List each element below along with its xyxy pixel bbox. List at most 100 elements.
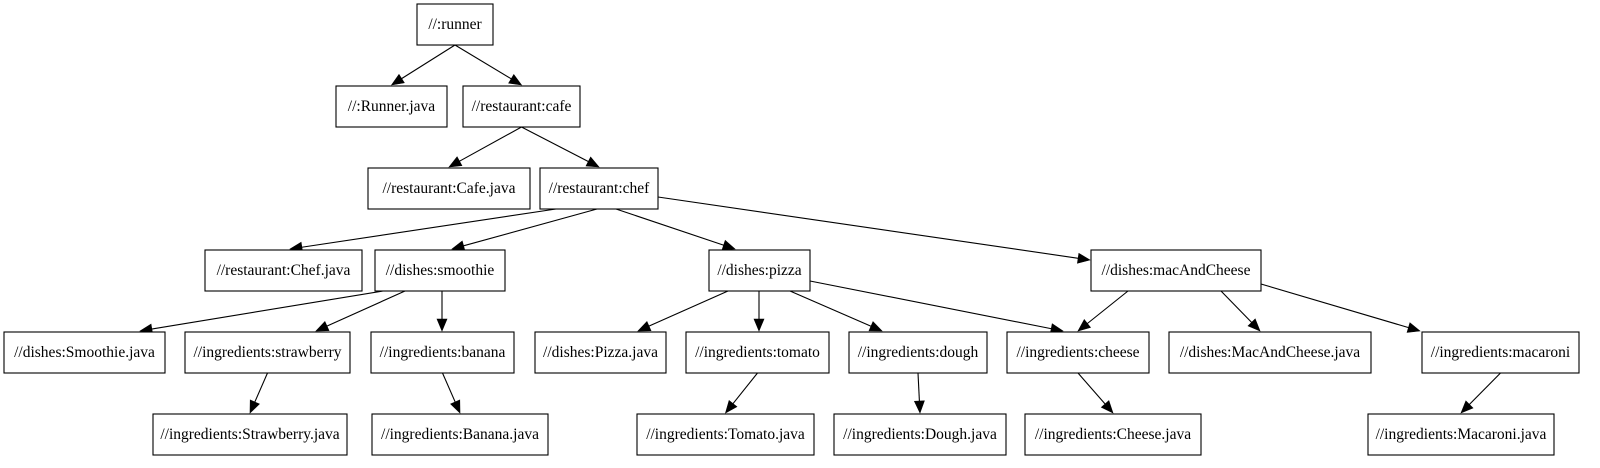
graph-node-ing_dough[interactable]: //ingredients:dough xyxy=(848,331,988,374)
node-label: //restaurant:Cafe.java xyxy=(383,180,516,197)
arrowhead-icon xyxy=(753,318,765,332)
node-box[interactable] xyxy=(184,331,351,374)
graph-node-ing_strawberry[interactable]: //ingredients:strawberry xyxy=(184,331,351,374)
node-label: //ingredients:dough xyxy=(858,344,979,361)
graph-node-tomato_java[interactable]: //ingredients:Tomato.java xyxy=(636,413,815,456)
graph-node-restaurant_cafe[interactable]: //restaurant:cafe xyxy=(462,85,581,128)
graph-edge xyxy=(249,372,269,414)
edge-line xyxy=(462,208,598,247)
node-box[interactable] xyxy=(1090,249,1262,292)
graph-node-ing_macaroni[interactable]: //ingredients:macaroni xyxy=(1421,331,1580,374)
graph-edge xyxy=(913,372,925,414)
arrowhead-icon xyxy=(451,240,466,251)
node-box[interactable] xyxy=(636,413,815,456)
graph-edge xyxy=(1077,290,1129,332)
graph-edge xyxy=(753,291,765,332)
node-box[interactable] xyxy=(1024,413,1202,456)
node-label: //ingredients:strawberry xyxy=(193,344,341,361)
node-box[interactable] xyxy=(1006,331,1150,374)
node-box[interactable] xyxy=(833,413,1007,456)
graph-node-cafe_java[interactable]: //restaurant:Cafe.java xyxy=(367,167,531,210)
node-box[interactable] xyxy=(462,85,581,128)
graph-node-macandcheese_java[interactable]: //dishes:MacAndCheese.java xyxy=(1168,331,1372,374)
edge-line xyxy=(400,44,456,80)
graph-node-dishes_smoothie[interactable]: //dishes:smoothie xyxy=(374,249,506,292)
edge-line xyxy=(1086,290,1129,325)
node-box[interactable] xyxy=(848,331,988,374)
graph-node-dishes_pizza[interactable]: //dishes:pizza xyxy=(708,249,811,292)
node-box[interactable] xyxy=(1421,331,1580,374)
graph-node-chef_java[interactable]: //restaurant:Chef.java xyxy=(204,249,363,292)
node-label: //restaurant:Chef.java xyxy=(217,262,351,279)
graph-node-dishes_macandchs[interactable]: //dishes:macAndCheese xyxy=(1090,249,1262,292)
edge-line xyxy=(615,208,725,247)
node-label: //ingredients:Dough.java xyxy=(843,426,997,443)
edge-line xyxy=(1220,290,1253,324)
node-box[interactable] xyxy=(1168,331,1372,374)
node-box[interactable] xyxy=(335,85,448,128)
arrowhead-icon xyxy=(390,73,405,86)
arrowhead-icon xyxy=(585,156,600,168)
node-label: //dishes:smoothie xyxy=(386,262,495,279)
graph-edge xyxy=(1077,372,1114,414)
node-box[interactable] xyxy=(685,331,830,374)
node-box[interactable] xyxy=(370,331,515,374)
graph-edge xyxy=(390,44,456,86)
edge-line xyxy=(1468,372,1501,406)
node-box[interactable] xyxy=(1367,413,1555,456)
node-label: //dishes:MacAndCheese.java xyxy=(1180,344,1360,361)
edge-line xyxy=(458,126,522,163)
graph-node-macaroni_java[interactable]: //ingredients:Macaroni.java xyxy=(1367,413,1555,456)
graph-edge xyxy=(1220,290,1261,332)
graph-node-runner_java[interactable]: //:Runner.java xyxy=(335,85,448,128)
graph-edge xyxy=(454,44,523,86)
node-box[interactable] xyxy=(539,167,659,210)
edge-line xyxy=(521,126,590,163)
graph-node-smoothie_java[interactable]: //dishes:Smoothie.java xyxy=(3,331,166,374)
arrowhead-icon xyxy=(249,399,260,414)
node-label: //dishes:macAndCheese xyxy=(1102,262,1251,279)
node-label: //ingredients:Banana.java xyxy=(381,426,539,443)
arrowhead-icon xyxy=(725,399,738,414)
graph-node-strawberry_java[interactable]: //ingredients:Strawberry.java xyxy=(152,413,348,456)
node-label: //dishes:Pizza.java xyxy=(543,344,658,361)
arrowhead-icon xyxy=(868,321,883,332)
node-label: //dishes:Smoothie.java xyxy=(14,344,155,361)
node-box[interactable] xyxy=(416,3,494,46)
edge-line xyxy=(253,372,269,404)
graph-edge xyxy=(315,290,406,332)
graph-node-cheese_java[interactable]: //ingredients:Cheese.java xyxy=(1024,413,1202,456)
node-box[interactable] xyxy=(371,413,549,456)
node-box[interactable] xyxy=(3,331,166,374)
node-box[interactable] xyxy=(708,249,811,292)
node-label: //ingredients:macaroni xyxy=(1431,344,1571,361)
node-box[interactable] xyxy=(152,413,348,456)
arrowhead-icon xyxy=(1100,400,1114,414)
arrowhead-icon xyxy=(448,156,463,168)
edge-line xyxy=(150,290,384,330)
graph-node-banana_java[interactable]: //ingredients:Banana.java xyxy=(371,413,549,456)
node-box[interactable] xyxy=(204,249,363,292)
node-label: //ingredients:banana xyxy=(380,344,506,361)
graph-edge xyxy=(448,126,522,168)
arrowhead-icon xyxy=(1247,318,1261,332)
edge-line xyxy=(647,290,729,328)
graph-node-dough_java[interactable]: //ingredients:Dough.java xyxy=(833,413,1007,456)
graph-node-restaurant_chef[interactable]: //restaurant:chef xyxy=(539,167,659,210)
arrowhead-icon xyxy=(436,318,448,332)
node-box[interactable] xyxy=(534,331,667,374)
arrowhead-icon xyxy=(1077,319,1092,332)
node-box[interactable] xyxy=(367,167,531,210)
edge-line xyxy=(1077,372,1107,406)
graph-edge xyxy=(139,290,384,335)
graph-node-ing_tomato[interactable]: //ingredients:tomato xyxy=(685,331,830,374)
graph-node-ing_cheese[interactable]: //ingredients:cheese xyxy=(1006,331,1150,374)
graph-node-runner[interactable]: //:runner xyxy=(416,3,494,46)
graph-node-ing_banana[interactable]: //ingredients:banana xyxy=(370,331,515,374)
node-box[interactable] xyxy=(374,249,506,292)
graph-node-pizza_java[interactable]: //dishes:Pizza.java xyxy=(534,331,667,374)
node-label: //dishes:pizza xyxy=(717,262,801,279)
node-label: //ingredients:tomato xyxy=(695,344,820,361)
arrowhead-icon xyxy=(1406,322,1421,333)
